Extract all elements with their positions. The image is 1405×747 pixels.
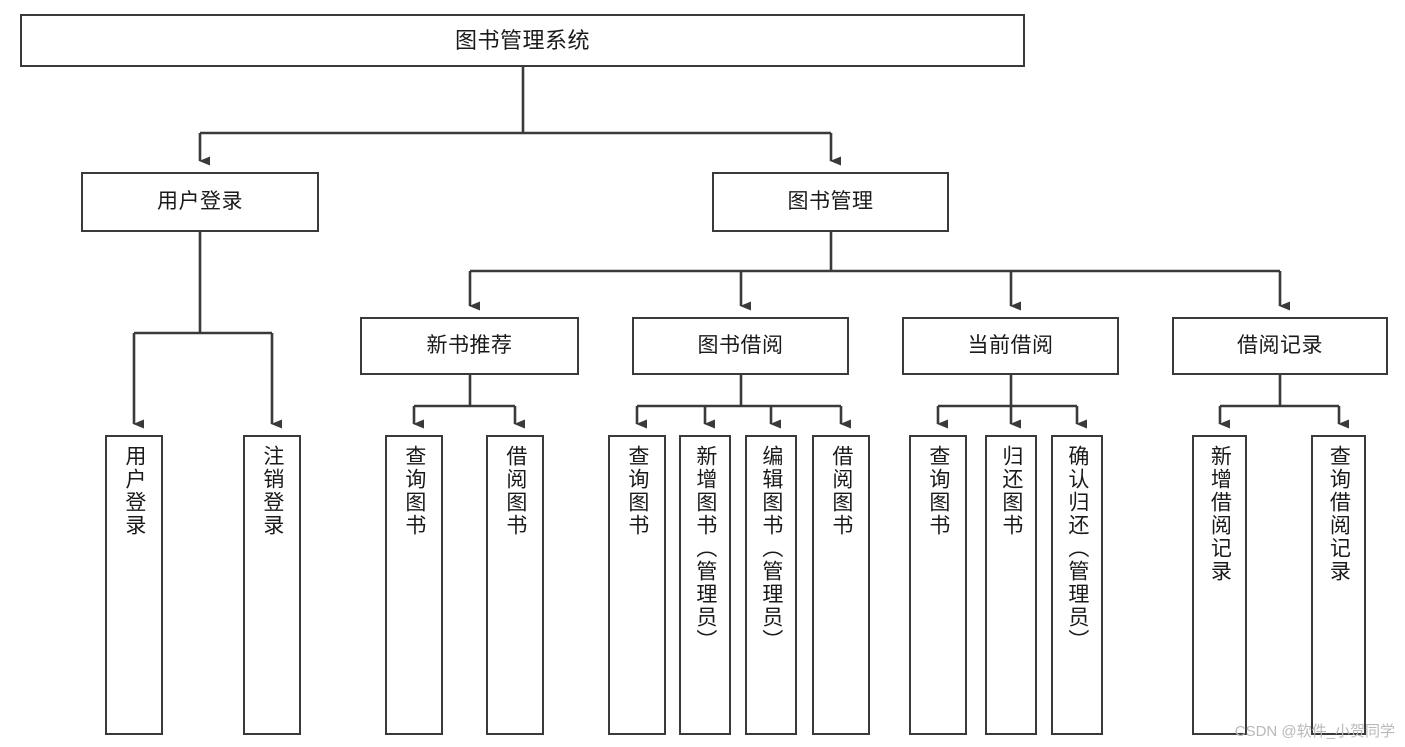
node-label: 用户登录 — [122, 445, 146, 537]
node-label: 查询图书 — [625, 445, 649, 537]
watermark-text: CSDN @软件_小贺同学 — [1234, 723, 1395, 740]
node-leaf-borrow-book-2[interactable]: 借阅图书 — [812, 435, 870, 735]
node-leaf-query-book-2[interactable]: 查询图书 — [608, 435, 666, 735]
node-label: 编辑图书（管理员） — [759, 445, 783, 652]
node-borrow-record[interactable]: 借阅记录 — [1172, 317, 1388, 375]
node-leaf-borrow-book-1[interactable]: 借阅图书 — [486, 435, 544, 735]
node-label: 借阅图书 — [829, 445, 853, 537]
node-book-borrow[interactable]: 图书借阅 — [632, 317, 849, 375]
node-label: 图书借阅 — [697, 333, 784, 357]
node-book-manage[interactable]: 图书管理 — [712, 172, 949, 232]
node-label: 新增借阅记录 — [1208, 445, 1232, 583]
node-label: 图书管理 — [787, 189, 874, 213]
node-label: 借阅图书 — [503, 445, 527, 537]
node-leaf-user-login[interactable]: 用户登录 — [105, 435, 163, 735]
node-leaf-return-book[interactable]: 归还图书 — [985, 435, 1037, 735]
node-current-borrow[interactable]: 当前借阅 — [902, 317, 1119, 375]
node-leaf-confirm-return[interactable]: 确认归还（管理员） — [1051, 435, 1103, 735]
node-user-login[interactable]: 用户登录 — [81, 172, 319, 232]
node-leaf-add-book[interactable]: 新增图书（管理员） — [679, 435, 731, 735]
node-leaf-add-record[interactable]: 新增借阅记录 — [1192, 435, 1247, 735]
node-label: 当前借阅 — [967, 333, 1054, 357]
node-label: 图书管理系统 — [454, 27, 590, 53]
node-label: 新书推荐 — [426, 333, 513, 357]
node-leaf-query-record[interactable]: 查询借阅记录 — [1311, 435, 1366, 735]
node-leaf-query-book-1[interactable]: 查询图书 — [385, 435, 443, 735]
node-label: 用户登录 — [157, 189, 243, 213]
node-label: 新增图书（管理员） — [693, 445, 717, 652]
node-leaf-user-logout[interactable]: 注销登录 — [243, 435, 301, 735]
node-label: 查询图书 — [926, 445, 950, 537]
node-label: 借阅记录 — [1237, 333, 1323, 357]
node-leaf-edit-book[interactable]: 编辑图书（管理员） — [745, 435, 797, 735]
node-label: 查询图书 — [402, 445, 426, 537]
node-root[interactable]: 图书管理系统 — [20, 14, 1025, 67]
node-leaf-query-book-3[interactable]: 查询图书 — [909, 435, 967, 735]
node-label: 确认归还（管理员） — [1065, 445, 1089, 652]
node-new-book-rec[interactable]: 新书推荐 — [360, 317, 579, 375]
node-label: 查询借阅记录 — [1327, 445, 1351, 583]
node-label: 注销登录 — [260, 445, 284, 537]
node-label: 归还图书 — [999, 445, 1023, 537]
